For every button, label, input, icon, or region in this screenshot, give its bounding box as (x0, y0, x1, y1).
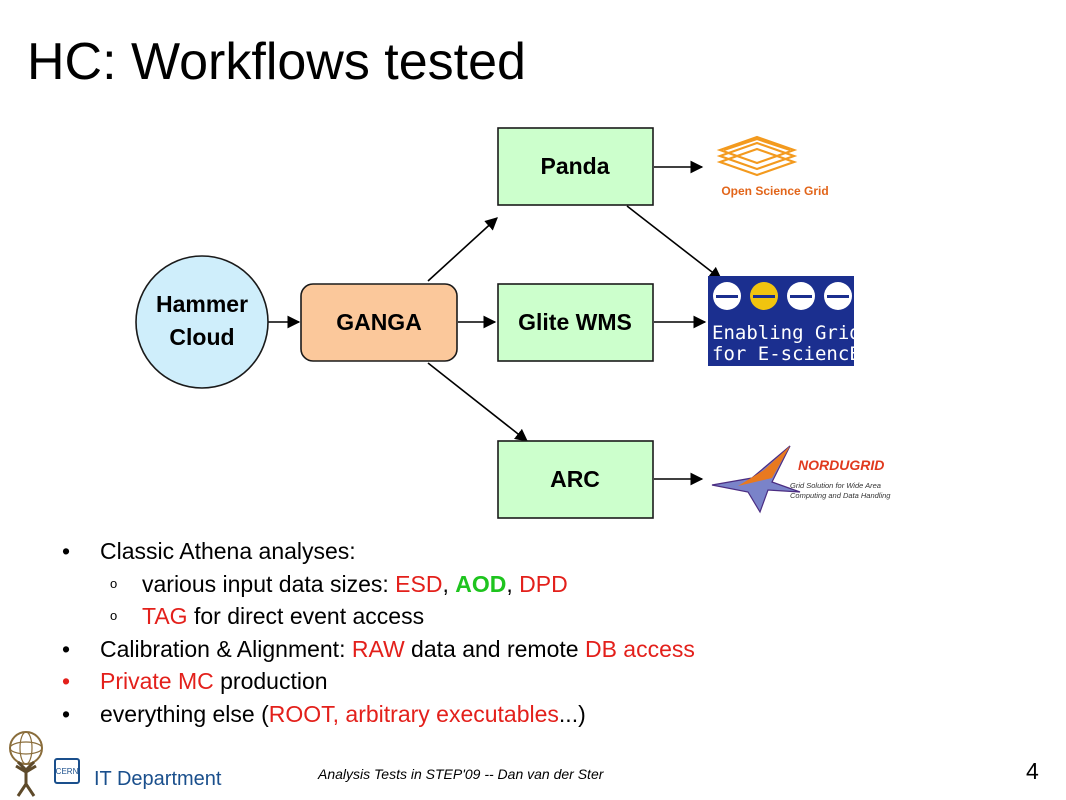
bullet-classic-athena: •Classic Athena analyses: (62, 535, 695, 568)
bullet-dot: • (62, 635, 71, 662)
egee-logo: Enabling Grids for E-sciencE (708, 276, 872, 366)
bullet-dot: • (62, 668, 71, 694)
arrow-ganga-panda (427, 217, 498, 282)
hammercloud-node: Hammer Cloud (135, 255, 269, 389)
bullet-dot: • (62, 538, 71, 564)
workflow-diagram: Hammer Cloud GANGA Panda Glite WMS ARC O… (135, 127, 891, 519)
bullet-dot: • (62, 700, 71, 727)
cern-logo: CERN (54, 758, 80, 784)
arrows (268, 160, 723, 486)
nordugrid-tagline-1: Grid Solution for Wide Area (790, 481, 881, 490)
bullet-calibration: •Calibration & Alignment: RAW data and r… (62, 633, 695, 666)
egee-text-2: for E-sciencE (712, 343, 861, 365)
panda-node: Panda (497, 127, 654, 206)
bullet-everything-else: •everything else (ROOT, arbitrary execut… (62, 698, 695, 731)
subbullet-circle: o (110, 575, 118, 591)
page-number: 4 (1026, 758, 1039, 784)
nordugrid-logo: NORDUGRID Grid Solution for Wide Area Co… (711, 445, 891, 514)
subbullet-circle: o (110, 608, 118, 623)
footer-text: Analysis Tests in STEP'09 -- Dan van der… (318, 766, 604, 782)
arc-label: ARC (550, 466, 600, 492)
bullet-private-mc: •Private MC production (62, 665, 695, 698)
arc-node: ARC (497, 440, 654, 519)
egee-text-1: Enabling Grids (712, 322, 872, 344)
slide-title: HC: Workflows tested (27, 33, 526, 91)
panda-label: Panda (540, 153, 609, 179)
arrow-panda-egee (626, 205, 723, 280)
glite-wms-label: Glite WMS (518, 309, 632, 335)
arrow-ganga-arc (427, 362, 529, 442)
osg-logo-text: Open Science Grid (721, 184, 828, 198)
atlas-logo (9, 731, 43, 797)
hammercloud-label-1: Hammer (156, 291, 248, 317)
nordugrid-tagline-2: Computing and Data Handling (790, 491, 891, 500)
ganga-node: GANGA (300, 283, 458, 362)
nordugrid-text: NORDUGRID (798, 457, 884, 473)
osg-logo: Open Science Grid (716, 135, 829, 198)
hammercloud-label-2: Cloud (169, 324, 234, 350)
ganga-label: GANGA (336, 309, 422, 335)
it-department-label: IT Department (94, 768, 222, 790)
glite-wms-node: Glite WMS (497, 283, 654, 362)
